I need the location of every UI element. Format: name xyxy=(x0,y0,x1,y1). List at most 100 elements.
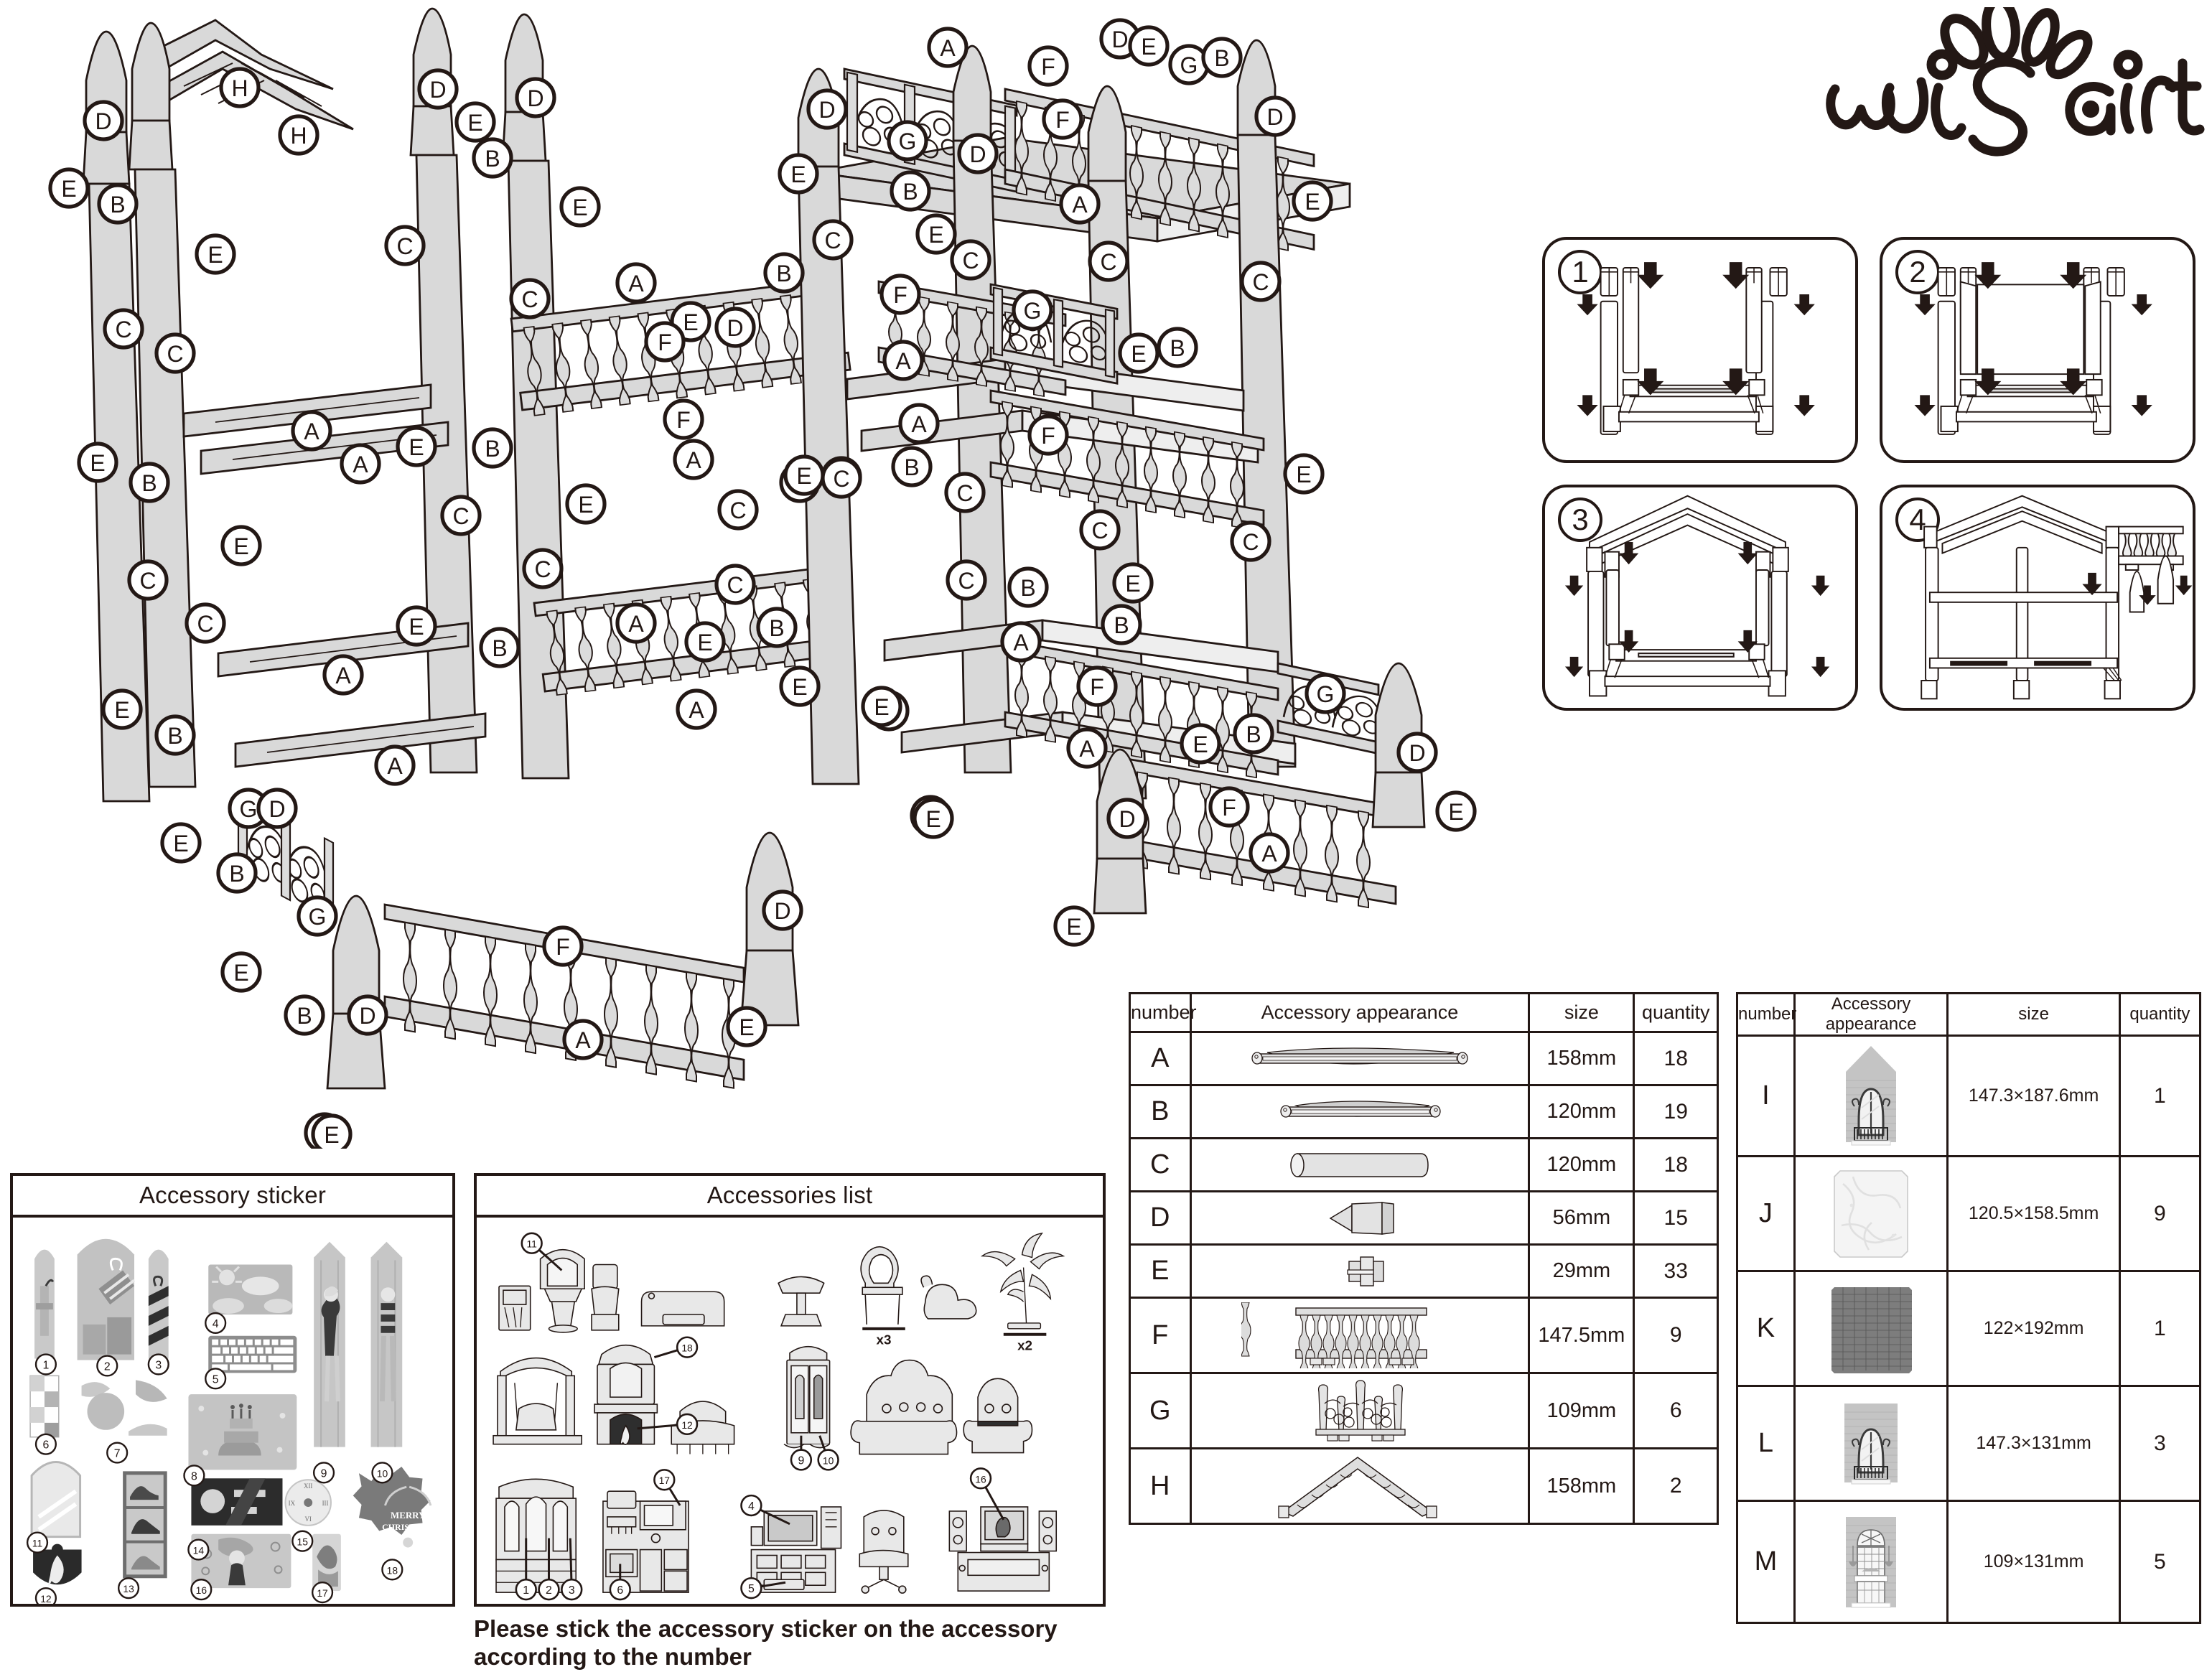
part-number: F xyxy=(1129,1297,1192,1374)
svg-text:G: G xyxy=(1024,298,1042,324)
table-row: B 120mm 19 xyxy=(1129,1084,1719,1139)
callout-c: C xyxy=(946,559,987,601)
callout-e: E xyxy=(195,233,236,275)
svg-text:B: B xyxy=(297,1003,312,1029)
svg-text:11: 11 xyxy=(32,1538,43,1549)
svg-text:III: III xyxy=(322,1500,329,1507)
step-panel-4: 4 xyxy=(1880,485,2195,711)
callout-e: E xyxy=(684,621,726,663)
sticker-number-13: 13 xyxy=(117,1577,140,1599)
step-number-4: 4 xyxy=(1895,498,1940,542)
sticker-instruction-note: Please stick the accessory sticker on th… xyxy=(474,1615,1058,1670)
svg-text:F: F xyxy=(1055,107,1070,133)
callout-e: E xyxy=(160,822,202,864)
part-art-tube xyxy=(1189,1137,1531,1192)
svg-text:C: C xyxy=(958,568,974,594)
part-number: B xyxy=(1129,1084,1192,1139)
callout-d: D xyxy=(1106,798,1148,839)
callout-c: C xyxy=(509,278,551,319)
callout-d: D xyxy=(417,68,459,110)
svg-text:18: 18 xyxy=(387,1564,398,1576)
svg-text:F: F xyxy=(1090,674,1104,700)
part-art-gable-wall-window xyxy=(1793,1035,1949,1157)
sticker-number-17: 17 xyxy=(311,1582,334,1604)
exploded-assembly-diagram: DEBHHEDEBDECCCCAEBEACCCCAEBAEBGDEBGEBDEA… xyxy=(0,0,1515,1149)
part-art-scroll-fence xyxy=(1189,1372,1531,1449)
part-quantity: 9 xyxy=(1633,1297,1719,1374)
svg-text:4: 4 xyxy=(213,1318,219,1330)
svg-text:13: 13 xyxy=(123,1583,134,1594)
svg-text:B: B xyxy=(1114,612,1129,638)
callout-f: F xyxy=(1027,45,1069,87)
svg-text:B: B xyxy=(110,192,125,218)
table-row: F xyxy=(1129,1297,1719,1374)
svg-text:6: 6 xyxy=(617,1584,623,1597)
callout-a: A xyxy=(291,410,332,452)
svg-text:G: G xyxy=(240,796,258,822)
accessory-sticker-panel: Accessory sticker xyxy=(10,1173,455,1607)
callout-a: A xyxy=(562,1019,604,1060)
svg-text:E: E xyxy=(739,1014,754,1040)
svg-text:5: 5 xyxy=(748,1583,755,1595)
brand-logo xyxy=(1824,0,2211,197)
callout-e: E xyxy=(1118,332,1159,374)
part-size: 120mm xyxy=(1528,1137,1635,1192)
callout-c: C xyxy=(821,457,862,499)
svg-text:C: C xyxy=(962,248,979,274)
callout-g: G xyxy=(887,120,928,162)
svg-text:C: C xyxy=(1091,518,1108,543)
part-art-brick-panel xyxy=(1793,1270,1949,1387)
callout-b: B xyxy=(472,137,513,179)
part-art-rod-short xyxy=(1189,1084,1531,1139)
svg-text:D: D xyxy=(269,796,285,822)
svg-text:6: 6 xyxy=(43,1439,50,1452)
accessory-callout-18: 18 xyxy=(653,1336,699,1358)
part-quantity: 2 xyxy=(1633,1447,1719,1525)
part-size: 29mm xyxy=(1528,1243,1635,1299)
part-number: A xyxy=(1129,1031,1192,1086)
callout-g: G xyxy=(297,895,338,937)
callout-b: B xyxy=(1233,713,1274,755)
svg-text:G: G xyxy=(309,904,327,930)
svg-text:2: 2 xyxy=(546,1584,552,1597)
callout-b: B xyxy=(216,852,258,894)
sticker-number-4: 4 xyxy=(205,1312,227,1334)
svg-text:B: B xyxy=(141,470,157,496)
callout-e: E xyxy=(220,951,262,993)
svg-text:10: 10 xyxy=(377,1467,388,1479)
svg-text:A: A xyxy=(628,611,644,637)
svg-text:A: A xyxy=(940,35,956,61)
svg-text:E: E xyxy=(790,162,806,187)
callout-a: A xyxy=(615,602,657,644)
part-size: 158mm xyxy=(1528,1447,1635,1525)
th-appearance: Accessory appearance xyxy=(1189,992,1531,1033)
callout-b: B xyxy=(1201,37,1243,78)
callout-h: H xyxy=(219,67,261,108)
step-panel-2: 2 xyxy=(1880,237,2195,463)
step-panel-1: 1 xyxy=(1542,237,1858,463)
step-2-illustration xyxy=(1882,240,2193,460)
callout-e: E xyxy=(77,442,118,483)
th-quantity: quantity xyxy=(2118,992,2202,1037)
accessory-callout-16: 16 xyxy=(969,1467,1005,1521)
svg-text:7: 7 xyxy=(114,1448,121,1460)
svg-text:E: E xyxy=(1131,341,1146,367)
callout-e: E xyxy=(861,686,902,727)
svg-text:E: E xyxy=(1066,914,1081,940)
th-size: size xyxy=(1946,992,2121,1037)
accessory-callout-3: 3 xyxy=(561,1538,583,1601)
svg-text:B: B xyxy=(485,436,500,462)
svg-text:C: C xyxy=(1242,529,1259,555)
callout-b: B xyxy=(479,627,521,668)
callout-g: G xyxy=(228,788,269,829)
part-number: J xyxy=(1736,1155,1796,1272)
part-art-finial xyxy=(1189,1190,1531,1246)
callout-b: B xyxy=(1157,327,1198,368)
accessory-callout-11: 11 xyxy=(521,1232,563,1271)
svg-text:5: 5 xyxy=(213,1373,219,1386)
callout-a: A xyxy=(1066,727,1108,769)
svg-text:A: A xyxy=(689,697,704,723)
svg-text:B: B xyxy=(902,179,918,205)
part-number: G xyxy=(1129,1372,1192,1449)
svg-text:D: D xyxy=(1409,740,1425,766)
